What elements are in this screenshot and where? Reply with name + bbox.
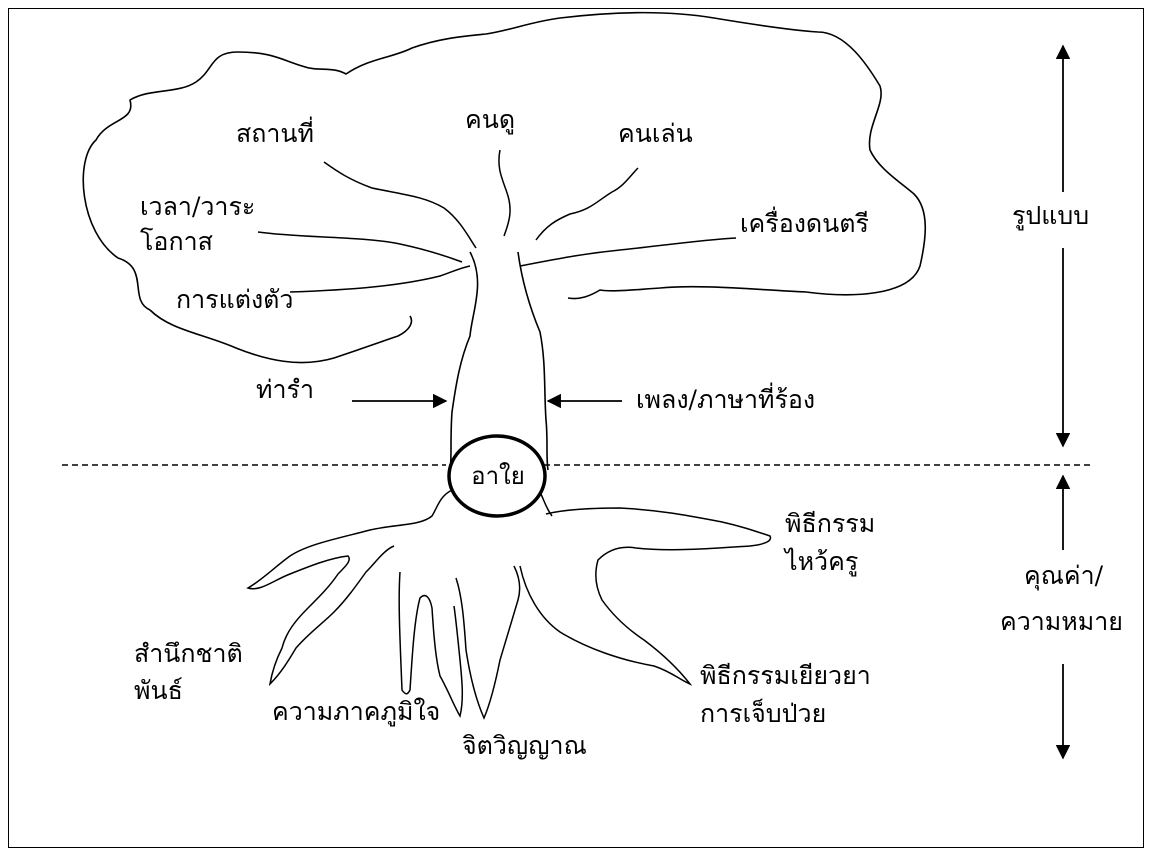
branch-place xyxy=(324,162,476,248)
crown-lower-left xyxy=(150,310,412,363)
root-healing xyxy=(520,508,770,684)
root-center-right xyxy=(540,492,552,516)
root-pride xyxy=(399,572,462,716)
label-value-line2: ความหมาย xyxy=(1000,606,1123,639)
label-healing-line2: การเจ็บป่วย xyxy=(700,698,826,731)
label-dance: ท่ารำ xyxy=(256,374,314,407)
branch-time xyxy=(258,232,462,262)
root-left xyxy=(248,490,452,684)
label-song: เพลง/ภาษาที่ร้อง xyxy=(636,384,815,417)
label-value-line1: คุณค่า/ xyxy=(1024,560,1103,593)
trunk-right xyxy=(518,252,548,470)
label-audience: คนดู xyxy=(465,104,515,137)
label-time-line2: โอกาส xyxy=(140,226,213,259)
label-place: สถานที่ xyxy=(236,118,314,151)
branch-costume xyxy=(290,266,470,292)
label-ethnic-line1: สำนึกชาติ xyxy=(134,638,243,671)
tree-crown-outline xyxy=(83,13,925,310)
root-spirit xyxy=(456,566,520,718)
label-ethnic-line2: พันธ์ xyxy=(134,675,183,708)
label-spirit: จิตวิญญาณ xyxy=(462,730,587,763)
label-time-line1: เวลา/วาระ xyxy=(140,191,255,224)
label-form: รูปแบบ xyxy=(1012,200,1089,233)
label-pride: ความภาคภูมิใจ xyxy=(272,696,440,729)
label-instruments: เครื่องดนตรี xyxy=(740,208,869,241)
label-costume: การแต่งตัว xyxy=(176,284,293,317)
branch-audience xyxy=(499,150,510,236)
trunk-left xyxy=(450,252,478,470)
trunk-label: อาใย xyxy=(468,461,528,492)
label-wai-khru-line2: ไหว้ครู xyxy=(785,546,858,579)
branch-performers xyxy=(536,168,638,240)
branch-instruments xyxy=(520,238,736,266)
label-healing-line1: พิธีกรรมเยียวยา xyxy=(700,660,871,693)
label-performers: คนเล่น xyxy=(618,118,693,151)
label-wai-khru-line1: พิธีกรรม xyxy=(785,508,875,541)
